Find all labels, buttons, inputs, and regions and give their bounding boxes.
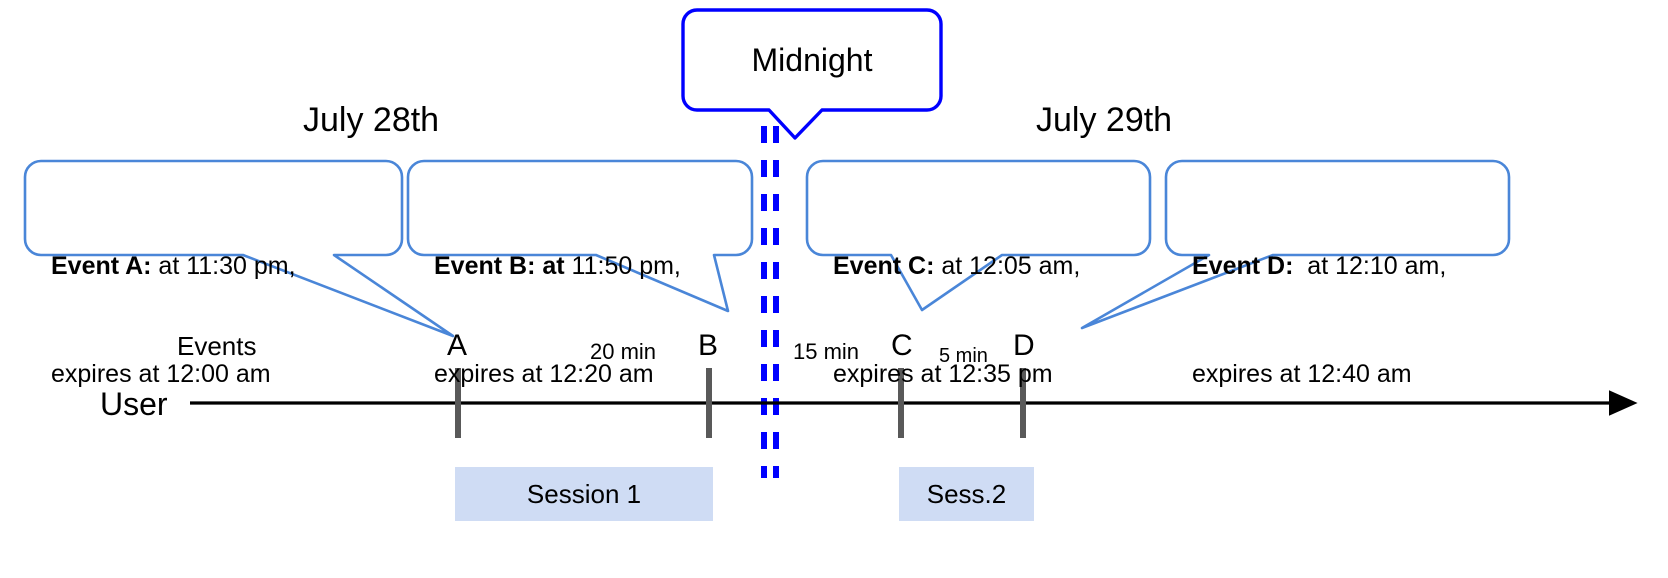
event-b-callout-text: Event B: at 11:50 pm, expires at 12:20 a…	[434, 176, 681, 464]
event-a-callout-text: Event A: at 11:30 pm, expires at 12:00 a…	[51, 176, 296, 464]
gap-label-15-min: 15 min	[793, 339, 860, 364]
session-box-1: Session 1	[455, 467, 713, 521]
session-box-2: Sess.2	[899, 467, 1034, 521]
event-b-line2: expires at 12:20 am	[434, 360, 654, 388]
event-letter-d: D	[1013, 329, 1035, 362]
event-letter-b: B	[698, 329, 719, 362]
midnight-label: Midnight	[751, 42, 873, 78]
gap-label-5-min: 5 min	[939, 345, 988, 367]
midnight-callout-shape	[681, 8, 943, 140]
event-c-callout-text: Event C: at 12:05 am, expires at 12:35 p…	[833, 176, 1080, 464]
event-letter-c: C	[891, 329, 913, 362]
event-c-callout-shape	[805, 159, 1152, 312]
event-c-line2: expires at 12:35 pm	[833, 360, 1053, 388]
event-b-callout-shape	[406, 159, 754, 313]
session-1-label: Session 1	[526, 478, 642, 509]
event-b-rest: 11:50 pm,	[564, 252, 681, 280]
axis-ticks	[455, 368, 1026, 438]
event-a-bold: Event A:	[51, 252, 152, 280]
date-label-july-28: July 28th	[303, 101, 440, 139]
event-d-bold: Event D:	[1192, 252, 1294, 280]
event-d-callout-text: Event D: at 12:10 am, expires at 12:40 a…	[1192, 176, 1446, 464]
event-a-callout-shape	[23, 159, 455, 338]
event-d-line2: expires at 12:40 am	[1192, 360, 1412, 388]
event-d-rest: at 12:10 am,	[1293, 252, 1447, 280]
event-c-bold: Event C:	[833, 252, 935, 280]
date-label-july-29: July 29th	[1036, 101, 1173, 139]
event-a-line2: expires at 12:00 am	[51, 360, 271, 388]
midnight-dashed-line	[761, 126, 779, 478]
row-label-events: Events	[177, 331, 257, 361]
event-d-callout-shape	[1080, 159, 1511, 330]
session-2-label: Sess.2	[926, 478, 1007, 509]
row-label-user: User	[100, 386, 168, 422]
event-c-rest: at 12:05 am,	[934, 252, 1081, 280]
event-a-rest: at 11:30 pm,	[151, 252, 296, 280]
event-b-bold: Event B: at	[434, 252, 565, 280]
event-letter-a: A	[447, 329, 468, 362]
gap-label-20-min: 20 min	[590, 339, 657, 364]
